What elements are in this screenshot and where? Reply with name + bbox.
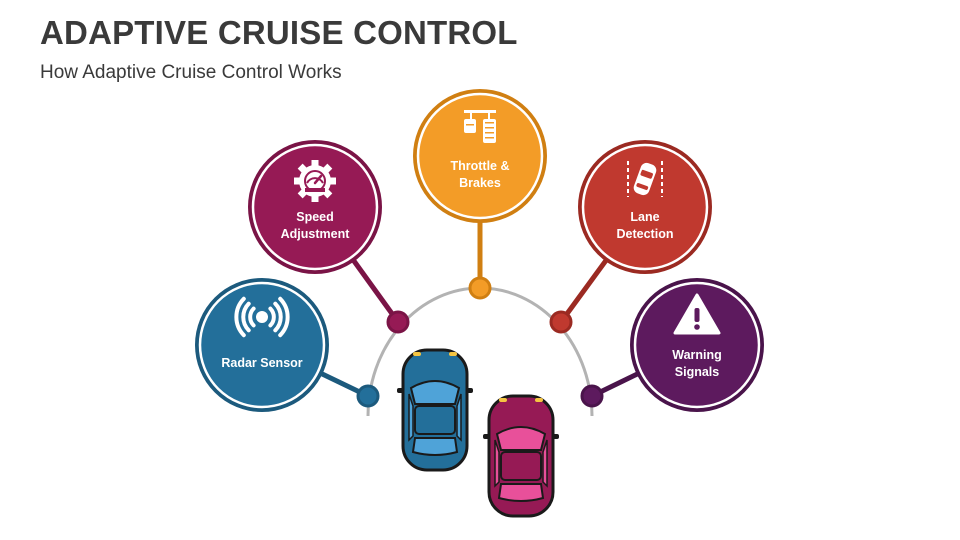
node-circle-radar-sensor	[198, 281, 326, 409]
arc-dot-warning-signals	[580, 384, 604, 408]
radar-signal-icon	[234, 296, 290, 338]
page-subtitle: How Adaptive Cruise Control Works	[40, 62, 342, 83]
car-lane-icon	[627, 161, 663, 197]
magenta-car-icon	[483, 394, 559, 518]
pedals-icon	[464, 110, 496, 143]
arc-dot-throttle-brakes	[468, 276, 492, 300]
arc-dot-radar-sensor	[356, 384, 380, 408]
connector-speed-adjustment	[351, 259, 401, 324]
node-label-throttle-brakes: Throttle &Brakes	[450, 159, 509, 190]
node-circle-lane-detection	[581, 143, 709, 271]
connector-lane-detection	[558, 258, 609, 324]
arc-dot-lane-detection	[549, 310, 573, 334]
node-circle-warning-signals	[633, 281, 761, 409]
cars	[397, 348, 559, 518]
node-throttle-brakes: Throttle &Brakes	[413, 89, 547, 223]
arc-dot-speed-adjustment	[386, 310, 410, 334]
node-radar-sensor: Radar Sensor	[195, 278, 329, 412]
node-label-radar-sensor: Radar Sensor	[221, 356, 302, 370]
arc-dots	[356, 276, 604, 408]
node-circle-throttle-brakes	[416, 92, 544, 220]
page-title: ADAPTIVE CRUISE CONTROL	[40, 14, 518, 51]
connectors	[320, 222, 639, 399]
node-circle-speed-adjustment	[251, 143, 379, 271]
speedometer-gear-icon	[294, 160, 336, 202]
warning-triangle-icon	[673, 293, 721, 335]
blue-car-icon	[397, 348, 473, 472]
